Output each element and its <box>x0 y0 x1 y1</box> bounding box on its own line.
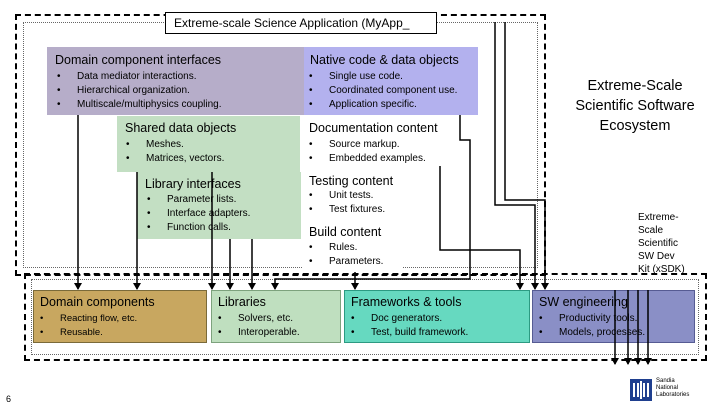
domain-interfaces-title: Domain component interfaces <box>55 53 222 67</box>
build-box: Build content Rules. Parameters. <box>303 222 403 272</box>
ecosystem-title-line: Ecosystem <box>599 118 671 134</box>
ecosystem-title-line: Scientific Software <box>575 98 695 114</box>
list-item: Reusable. <box>38 326 137 340</box>
list-item: Matrices, vectors. <box>124 152 224 166</box>
xsdk-label-line: Scientific <box>638 238 679 249</box>
slide-number: 6 <box>6 394 12 404</box>
ecosystem-title-line: Extreme-Scale <box>587 78 683 94</box>
library-interfaces-list: Parameter lists. Interface adapters. Fun… <box>145 193 250 235</box>
frameworks-title: Frameworks & tools <box>351 295 462 309</box>
testing-title: Testing content <box>309 174 394 188</box>
list-item: Application specific. <box>307 98 457 112</box>
xsdk-label-line: Extreme- <box>638 212 679 223</box>
logo-text-line: National <box>656 385 679 391</box>
list-item: Single use code. <box>307 70 457 84</box>
frameworks-box: Frameworks & tools Doc generators. Test,… <box>344 290 530 343</box>
xsdk-label-line: Kit (xSDK) <box>638 264 685 275</box>
list-item: Parameter lists. <box>145 193 250 207</box>
frameworks-list: Doc generators. Test, build framework. <box>349 312 468 340</box>
domain-interfaces-box: Domain component interfaces Data mediato… <box>47 47 305 115</box>
sandia-logo: Sandia National Laboratories <box>630 378 720 402</box>
list-item: Solvers, etc. <box>216 312 300 326</box>
xsdk-label-line: Scale <box>638 225 664 236</box>
ecosystem-title: Extreme-Scale Scientific Software Ecosys… <box>560 76 710 136</box>
list-item: Interface adapters. <box>145 207 250 221</box>
arrow <box>439 166 524 290</box>
library-interfaces-title: Library interfaces <box>145 177 241 191</box>
list-item: Embedded examples. <box>307 152 426 166</box>
native-code-title: Native code & data objects <box>310 53 459 67</box>
libraries-box: Libraries Solvers, etc. Interoperable. <box>211 290 341 343</box>
ecosystem-frame <box>24 273 707 361</box>
list-item: Test, build framework. <box>349 326 468 340</box>
list-item: Interoperable. <box>216 326 300 340</box>
list-item: Test fixtures. <box>307 203 385 217</box>
domain-components-box: Domain components Reacting flow, etc. Re… <box>33 290 207 343</box>
list-item: Parameters. <box>307 255 383 269</box>
logo-text-line: Laboratories <box>656 392 690 398</box>
library-interfaces-box: Library interfaces Parameter lists. Inte… <box>137 172 301 239</box>
thunderbird-icon <box>630 379 652 401</box>
app-title: Extreme-scale Science Application (MyApp… <box>174 16 410 30</box>
documentation-list: Source markup. Embedded examples. <box>307 138 426 166</box>
arrow <box>494 22 539 290</box>
app-title-box: Extreme-scale Science Application (MyApp… <box>165 12 437 34</box>
domain-components-title: Domain components <box>40 295 155 309</box>
list-item: Meshes. <box>124 138 224 152</box>
list-item: Models, processes. <box>537 326 645 340</box>
shared-data-title: Shared data objects <box>125 121 237 135</box>
domain-components-list: Reacting flow, etc. Reusable. <box>38 312 137 340</box>
arrow <box>504 22 549 290</box>
xsdk-label: Extreme- Scale Scientific SW Dev Kit (xS… <box>638 211 710 276</box>
list-item: Doc generators. <box>349 312 468 326</box>
shared-data-list: Meshes. Matrices, vectors. <box>124 138 224 166</box>
libraries-title: Libraries <box>218 295 266 309</box>
list-item: Hierarchical organization. <box>55 84 222 98</box>
sw-engineering-list: Productivity tools. Models, processes. <box>537 312 645 340</box>
list-item: Source markup. <box>307 138 426 152</box>
list-item: Coordinated component use. <box>307 84 457 98</box>
native-code-box: Native code & data objects Single use co… <box>304 47 478 115</box>
documentation-box: Documentation content Source markup. Emb… <box>303 116 450 166</box>
list-item: Function calls. <box>145 221 250 235</box>
domain-interfaces-list: Data mediator interactions. Hierarchical… <box>55 70 222 112</box>
testing-list: Unit tests. Test fixtures. <box>307 189 385 217</box>
list-item: Unit tests. <box>307 189 385 203</box>
native-code-list: Single use code. Coordinated component u… <box>307 70 457 112</box>
list-item: Data mediator interactions. <box>55 70 222 84</box>
libraries-list: Solvers, etc. Interoperable. <box>216 312 300 340</box>
build-title: Build content <box>309 225 382 239</box>
sw-engineering-title: SW engineering <box>539 295 628 309</box>
build-list: Rules. Parameters. <box>307 241 383 269</box>
list-item: Productivity tools. <box>537 312 645 326</box>
list-item: Multiscale/multiphysics coupling. <box>55 98 222 112</box>
documentation-title: Documentation content <box>309 121 438 135</box>
xsdk-label-line: SW Dev <box>638 251 675 262</box>
testing-box: Testing content Unit tests. Test fixture… <box>303 170 403 220</box>
list-item: Reacting flow, etc. <box>38 312 137 326</box>
list-item: Rules. <box>307 241 383 255</box>
arrow <box>271 115 471 290</box>
shared-data-box: Shared data objects Meshes. Matrices, ve… <box>117 116 300 172</box>
logo-text-line: Sandia <box>656 378 675 384</box>
sw-engineering-box: SW engineering Productivity tools. Model… <box>532 290 695 343</box>
